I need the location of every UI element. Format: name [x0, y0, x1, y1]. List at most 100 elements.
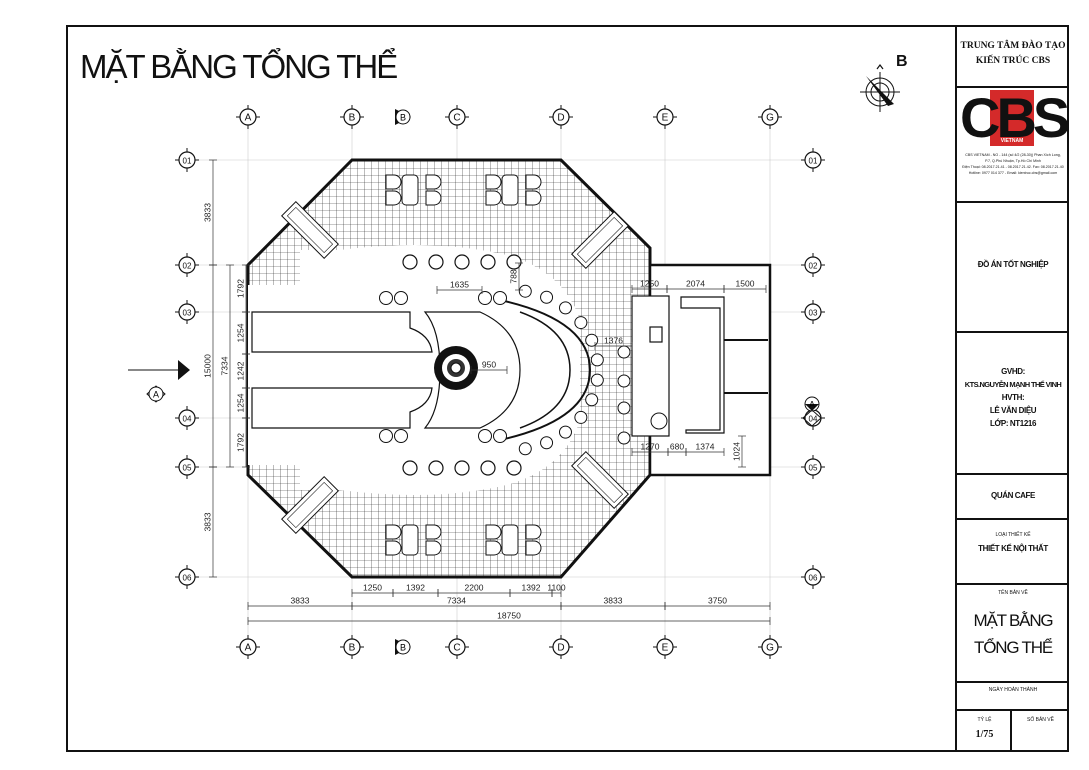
- dimension-label: 1250: [640, 279, 659, 289]
- stool: [506, 254, 522, 270]
- address-line: P.7, Q.Phú Nhuận, Tp.Hồ Chí Minh: [985, 159, 1041, 163]
- grid-bubble-col-g: G: [758, 635, 782, 659]
- dimension-label: 18750: [497, 611, 521, 621]
- project-name-cell: QUÁN CAFE: [957, 475, 1069, 520]
- stool: [454, 254, 470, 270]
- sheet-number-label: SỐ BẢN VẼ: [1027, 717, 1054, 723]
- chair-round: [379, 291, 393, 305]
- bar-stool: [574, 410, 588, 424]
- chair-round: [394, 291, 408, 305]
- bar-counter: [631, 295, 670, 437]
- bar-stool: [558, 301, 572, 315]
- lounge-sofa: [281, 201, 339, 259]
- table: [401, 174, 419, 206]
- project-type-cell: ĐỒ ÁN TỐT NGHIỆP: [957, 203, 1069, 333]
- table: [401, 524, 419, 556]
- dimension-label: 3750: [708, 596, 727, 606]
- grid-bubble-label: 05: [183, 464, 192, 473]
- chair: [425, 190, 442, 206]
- grid-bubble-label: G: [766, 113, 774, 124]
- grid-bubble-col-c: C: [445, 105, 469, 129]
- grid-bubble-label: 03: [809, 309, 818, 318]
- dimension-label: 1100: [547, 583, 566, 593]
- dimension-label: 1392: [406, 583, 425, 593]
- dimension-label: 3833: [203, 512, 213, 531]
- table-set: [485, 524, 542, 556]
- address-block: CBS VIETNAM - NO - 144 (số 4/2 (28-30)) …: [957, 152, 1069, 176]
- bar-counter-inner: [519, 311, 571, 429]
- org-line-1: TRUNG TÂM ĐÀO TẠO: [960, 41, 1066, 51]
- project-name: QUÁN CAFE: [991, 491, 1035, 500]
- chair: [385, 190, 402, 206]
- dimension-label: 3833: [203, 203, 213, 222]
- completion-label: NGÀY HOÀN THÀNH: [988, 687, 1038, 693]
- grid-bubble-label: 01: [183, 157, 192, 166]
- fountain: [434, 346, 478, 390]
- dimension-label: 1242: [236, 361, 246, 380]
- design-type-label: LOẠI THIẾT KẾ: [995, 532, 1031, 538]
- bar-counter-arc: [499, 299, 592, 441]
- dimension-label: 1254: [236, 323, 246, 342]
- floor-area: [246, 158, 772, 579]
- student-name: LÊ VĂN DIỆU: [989, 406, 1037, 415]
- counter-stool: [617, 345, 631, 359]
- grid-bubble-row-03: 03: [801, 300, 825, 324]
- stool: [454, 460, 470, 476]
- chair: [525, 190, 542, 206]
- table-set: [485, 174, 542, 206]
- grid-bubble-label: 04: [183, 415, 192, 424]
- grid-bubble-label: C: [453, 643, 460, 654]
- grid-bubble-label: 06: [809, 574, 818, 583]
- grid-bubble-row-06: 06: [801, 565, 825, 589]
- kitchen-counter: [680, 296, 725, 434]
- chair: [485, 540, 502, 556]
- address-line: Hotline: 0977 014 377 - Email: kientruc.…: [968, 171, 1058, 175]
- north-arrow-icon: B: [860, 53, 908, 112]
- completion-cell: NGÀY HOÀN THÀNH: [957, 683, 1069, 711]
- chair: [425, 540, 442, 556]
- address-line: Điện Thoại: 08.2017.21.41 - 08.2017.21.4…: [962, 165, 1064, 169]
- section-label-right: A: [809, 400, 815, 410]
- lounge-sofa: [571, 211, 629, 269]
- grid-bubble-label: E: [662, 113, 669, 124]
- grid-bubble-label: 06: [183, 574, 192, 583]
- grid-bubble-label: B: [349, 113, 356, 124]
- dimension-label: 1250: [363, 583, 382, 593]
- student-label: HVTH:: [1001, 393, 1025, 402]
- grid-bubble-label: B: [349, 643, 356, 654]
- grid-bubble-col-e: E: [653, 635, 677, 659]
- chair: [525, 174, 542, 190]
- kitchen-partition: [724, 339, 768, 394]
- bar-stool: [518, 284, 532, 298]
- org-line-2: KIẾN TRÚC CBS: [975, 56, 1051, 66]
- grid-bubble-label: E: [662, 643, 669, 654]
- section-col-label: B: [400, 643, 406, 653]
- chair-round: [478, 291, 492, 305]
- grid-bubble-label: C: [453, 113, 460, 124]
- cbs-logo: CBS VIETNAM: [960, 90, 1070, 146]
- display-counter-lower: [251, 387, 433, 429]
- grid-bubble-row-04: 04: [175, 406, 199, 430]
- bar-stool: [558, 425, 572, 439]
- grid-bubble-col-b: B: [340, 635, 364, 659]
- stool: [402, 460, 418, 476]
- grid-bubble-col-b: B: [340, 105, 364, 129]
- drawing-name-cell: TÊN BẢN VẼ MẶT BẰNG TỔNG THỂ: [957, 585, 1069, 683]
- section-marker-left: A: [128, 360, 190, 403]
- table: [501, 524, 519, 556]
- grid-bubble-label: A: [245, 643, 252, 654]
- chair: [525, 540, 542, 556]
- bar-stool: [574, 316, 588, 330]
- authors-cell: GVHD: KTS.NGUYỄN MẠNH THẾ VINH HVTH: LÊ …: [957, 333, 1069, 475]
- dimension-label: 2200: [465, 583, 484, 593]
- chair-round: [478, 429, 492, 443]
- bar-stool: [518, 442, 532, 456]
- grid-bubble-label: A: [245, 113, 252, 124]
- section-col-label: B: [400, 113, 406, 123]
- dimension-label: 1024: [732, 442, 742, 461]
- dimension-label: 950: [482, 360, 496, 370]
- dimension-label: 1270: [641, 442, 660, 452]
- grid-bubble-row-05: 05: [801, 455, 825, 479]
- dimension-label: 3833: [291, 596, 310, 606]
- bar-decor: [650, 412, 668, 430]
